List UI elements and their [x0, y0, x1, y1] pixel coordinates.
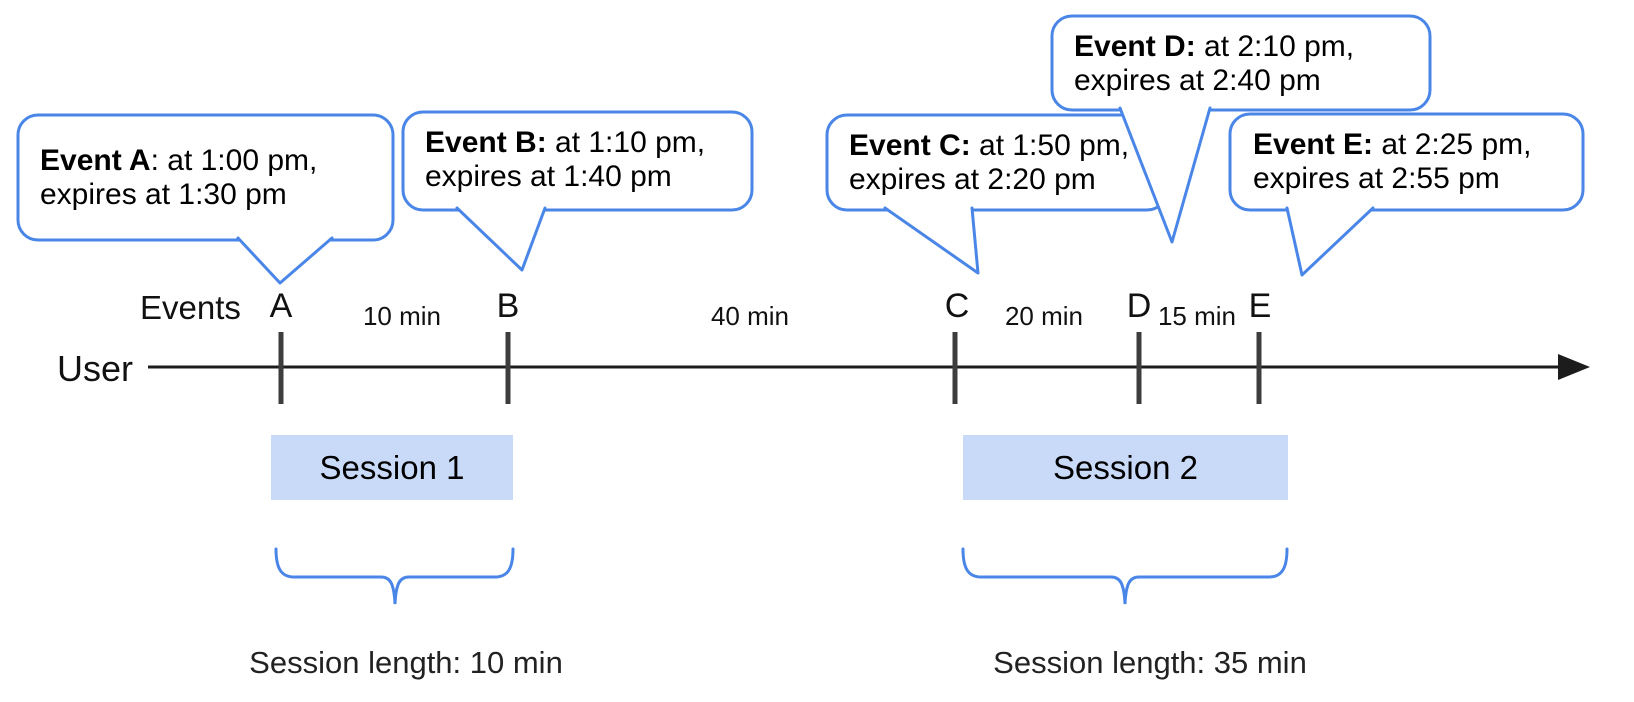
bubble-event-d-text: Event D: at 2:10 pm, expires at 2:40 pm: [1074, 30, 1414, 98]
session-2-box: Session 2: [963, 435, 1288, 500]
tick-label-b: B: [496, 287, 520, 325]
interval-c-d: 20 min: [1004, 301, 1084, 331]
bubble-event-e-line2: expires at 2:55 pm: [1253, 162, 1500, 195]
events-axis-label: Events: [140, 289, 241, 326]
session-2-label: Session 2: [1053, 448, 1198, 486]
bubble-event-e-line1: Event E: at 2:25 pm,: [1253, 128, 1532, 161]
session-1-label: Session 1: [319, 448, 465, 486]
session-1-brace: [274, 547, 515, 605]
bubble-event-c-line1: Event C: at 1:50 pm,: [849, 129, 1130, 162]
bubble-event-b-text: Event B: at 1:10 pm, expires at 1:40 pm: [425, 126, 735, 194]
bubble-event-c-line2: expires at 2:20 pm: [849, 163, 1096, 196]
bubble-event-d-tail: [1118, 106, 1212, 244]
bubble-event-a-line2: expires at 1:30 pm: [40, 178, 287, 211]
interval-b-c: 40 min: [710, 301, 790, 331]
session-2-length-label: Session length: 35 min: [993, 645, 1307, 680]
session-1-box: Session 1: [271, 435, 513, 500]
timeline-arrowhead-icon: [1558, 354, 1590, 380]
bubble-event-e-tail: [1285, 206, 1375, 277]
bubble-event-a-line1: Event A: at 1:00 pm,: [40, 144, 318, 177]
bubble-event-a-text: Event A: at 1:00 pm, expires at 1:30 pm: [40, 144, 375, 212]
session-1-length-label: Session length: 10 min: [249, 645, 563, 680]
bubble-event-b-line2: expires at 1:40 pm: [425, 160, 672, 193]
bubble-event-c-text: Event C: at 1:50 pm, expires at 2:20 pm: [849, 129, 1149, 197]
bubble-event-b-tail: [455, 206, 547, 272]
tick-label-c: C: [944, 287, 970, 325]
interval-a-b: 10 min: [362, 301, 442, 331]
session-2-brace: [961, 547, 1289, 605]
bubble-event-b: [401, 110, 754, 272]
tick-label-a: A: [269, 287, 293, 325]
tick-label-e: E: [1248, 287, 1272, 325]
bubble-event-d-line1: Event D: at 2:10 pm,: [1074, 30, 1355, 63]
bubble-event-b-line1: Event B: at 1:10 pm,: [425, 126, 706, 159]
bubble-event-d-line2: expires at 2:40 pm: [1074, 64, 1321, 97]
bubble-event-a: [16, 113, 395, 285]
bubble-event-e-text: Event E: at 2:25 pm, expires at 2:55 pm: [1253, 128, 1568, 196]
bubble-event-a-tail: [236, 236, 334, 285]
interval-d-e: 15 min: [1157, 301, 1237, 331]
bubble-event-c: [825, 113, 1169, 275]
user-axis-label: User: [57, 348, 134, 389]
bubble-event-d: [1050, 14, 1432, 244]
bubble-event-e: [1228, 112, 1585, 277]
bubble-event-c-tail: [883, 206, 980, 275]
tick-label-d: D: [1126, 287, 1152, 325]
